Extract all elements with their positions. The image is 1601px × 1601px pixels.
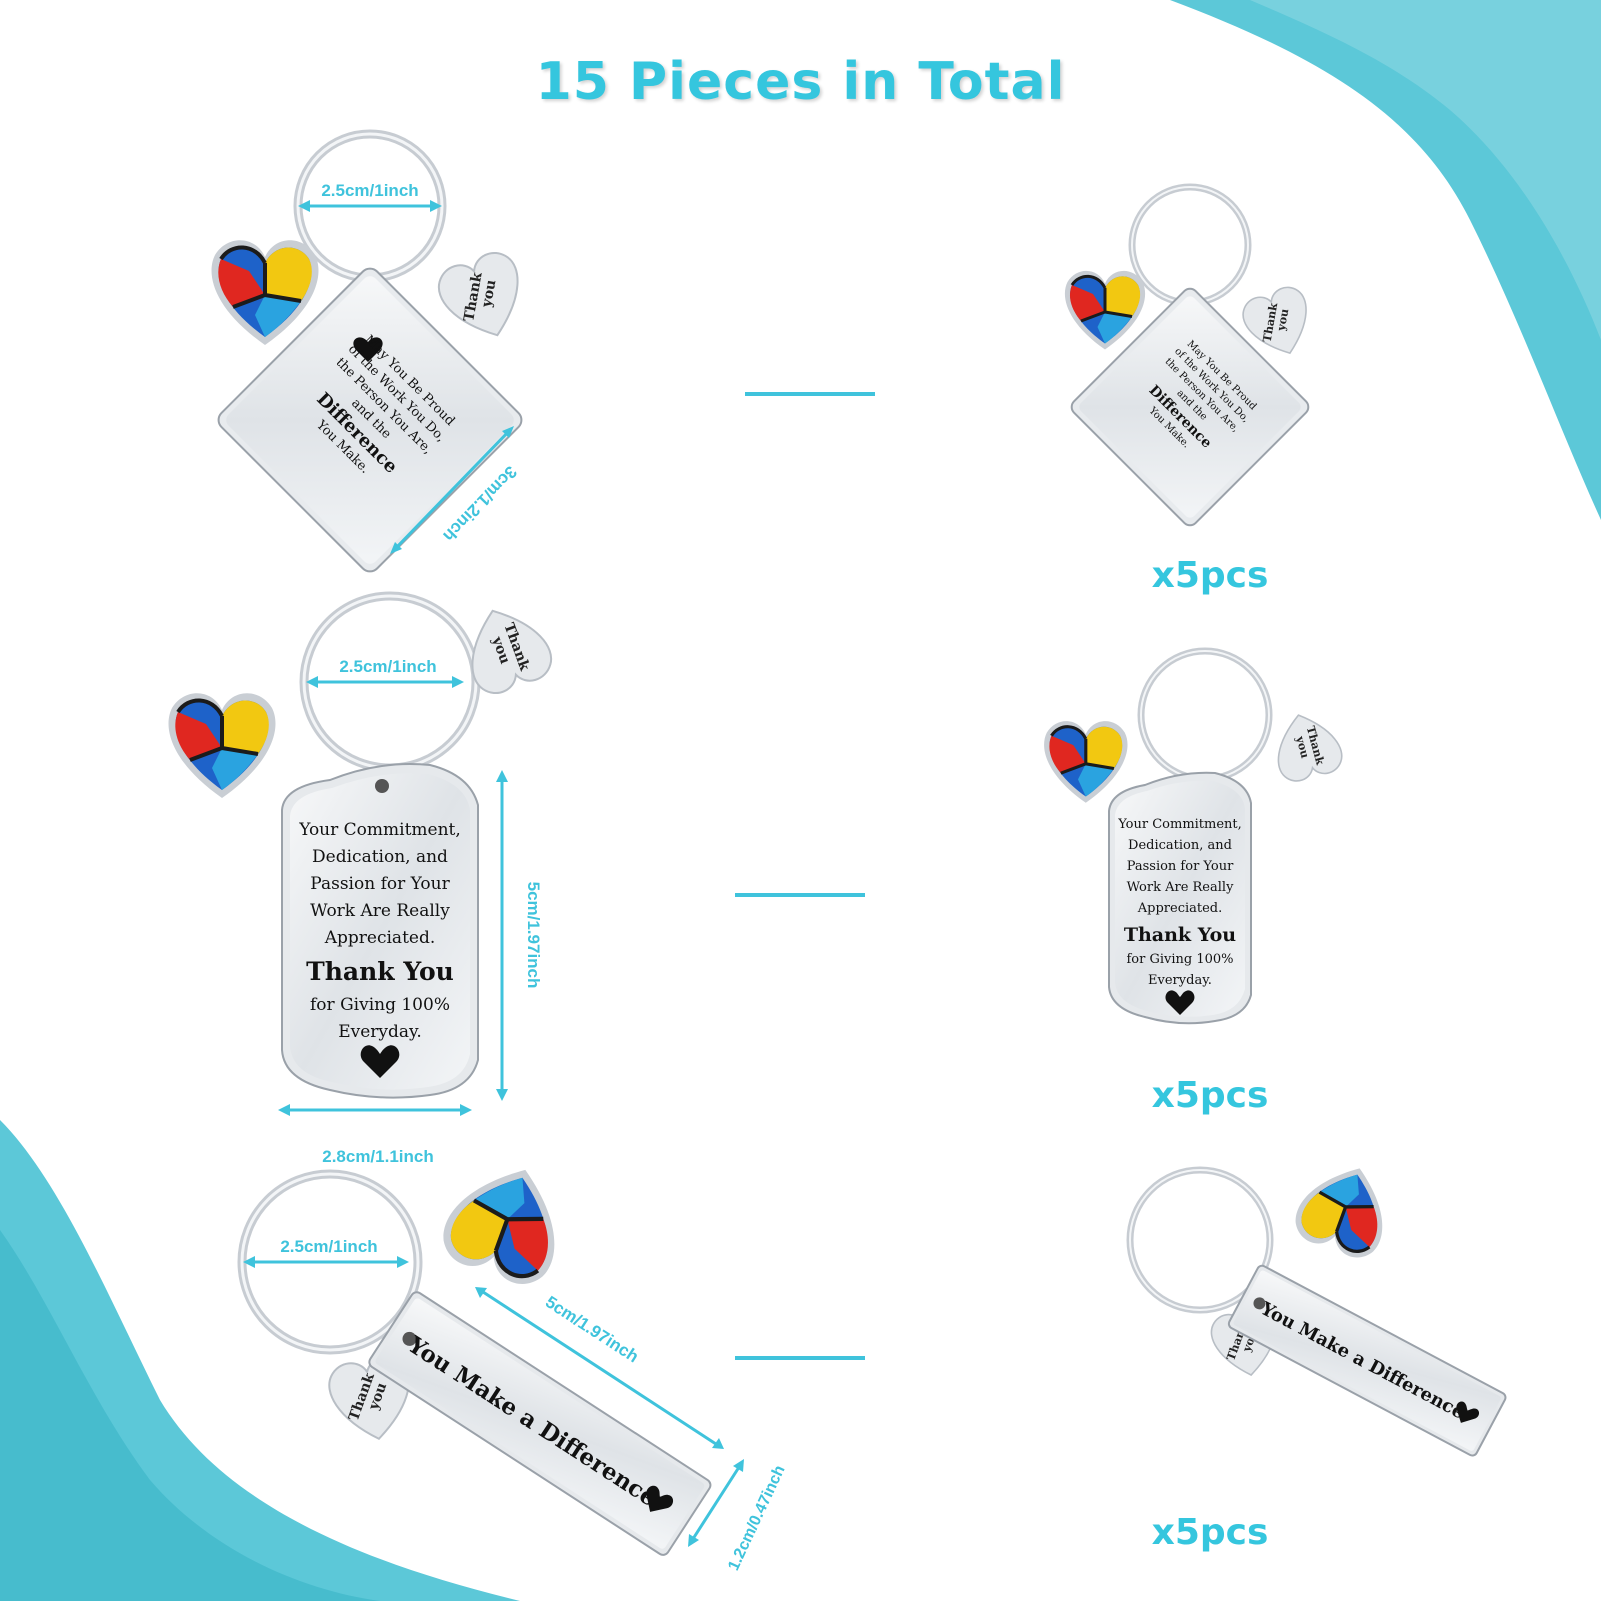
tag-line-1: Your Commitment, <box>1117 817 1242 832</box>
connector-line-2 <box>735 893 865 897</box>
tag-line-4: Work Are Really <box>1127 880 1235 895</box>
bar-width-dimension-label: 1.2cm/0.47inch <box>725 1463 789 1573</box>
dogtag-keychain-thumbnail: Thank you Your Commitment, Dedication, a… <box>1035 645 1355 1045</box>
quantity-label-2: x5pcs <box>1151 1075 1269 1116</box>
heart-icon <box>1165 990 1195 1015</box>
bar-length-dimension-arrow <box>479 1288 720 1448</box>
dogtag-tag <box>281 763 479 1099</box>
heart-icon <box>360 1045 400 1078</box>
quantity-label-3: x5pcs <box>1151 1512 1269 1553</box>
tag-line-1: Your Commitment, <box>298 820 461 840</box>
tag-emphasis: Thank You <box>306 957 454 986</box>
connector-line-3 <box>735 1356 865 1360</box>
charm-text-line-1: Thank <box>1260 302 1281 344</box>
charm-text-line-2: you <box>1274 308 1292 333</box>
dogtag-keychain-detail: 2.5cm/1inch Thank you Your Commitment, D… <box>160 590 580 1130</box>
bar-width-dimension-arrow <box>689 1463 743 1543</box>
connector-line-1 <box>745 392 875 396</box>
ring-dimension-label: 2.5cm/1inch <box>280 1237 377 1256</box>
ring-dimension-label: 2.5cm/1inch <box>321 181 418 200</box>
puzzle-heart-charm <box>168 693 276 798</box>
bar-keychain-detail: 2.5cm/1inch Thank you You Make a Differe… <box>215 1169 815 1595</box>
bar-keychain-thumbnail: Thank you You Make a Difference <box>1110 1160 1550 1480</box>
tag-closing-line-2: Everyday. <box>1148 973 1212 988</box>
tag-line-5: Appreciated. <box>1137 901 1223 916</box>
thank-you-heart-charm: Thank you <box>437 252 519 337</box>
heart-icon <box>646 1485 674 1512</box>
diamond-keychain-detail: 2.5cm/1inch Thank you <box>180 120 560 573</box>
tag-height-dimension-label: 5cm/1.97inch <box>524 882 543 989</box>
ring-dimension-label: 2.5cm/1inch <box>339 657 436 676</box>
tag-closing-line-2: Everyday. <box>338 1022 422 1042</box>
tag-dimension-arrow <box>392 428 512 552</box>
diamond-keychain-thumbnail: Thank you May You Be Proud of the Work Y… <box>1050 175 1330 527</box>
tag-line-3: Passion for Your <box>1127 859 1234 874</box>
puzzle-heart-charm <box>443 1169 555 1284</box>
page-title: 15 Pieces in Total <box>535 52 1066 112</box>
quantity-label-1: x5pcs <box>1151 555 1269 596</box>
thank-you-heart-charm: Thank you <box>471 609 553 694</box>
charm-text-line-2: you <box>479 278 500 309</box>
tag-line-3: Passion for Your <box>310 874 450 894</box>
charm-text-line-2: you <box>1293 734 1313 760</box>
tag-line-2: Dedication, and <box>312 847 448 867</box>
tag-line-5: Appreciated. <box>324 928 436 948</box>
heart-icon <box>1456 1401 1480 1423</box>
tag-closing-line-1: for Giving 100% <box>310 995 450 1015</box>
tag-closing-line-1: for Giving 100% <box>1126 952 1233 967</box>
tag-line-2: Dedication, and <box>1128 838 1232 853</box>
tag-width-dimension-label: 2.8cm/1.1inch <box>322 1147 434 1166</box>
tag-line-4: Work Are Really <box>310 901 450 921</box>
bar-length-dimension-label: 5cm/1.97inch <box>542 1292 642 1366</box>
puzzle-heart-charm <box>211 240 319 345</box>
tag-emphasis: Thank You <box>1124 924 1236 946</box>
